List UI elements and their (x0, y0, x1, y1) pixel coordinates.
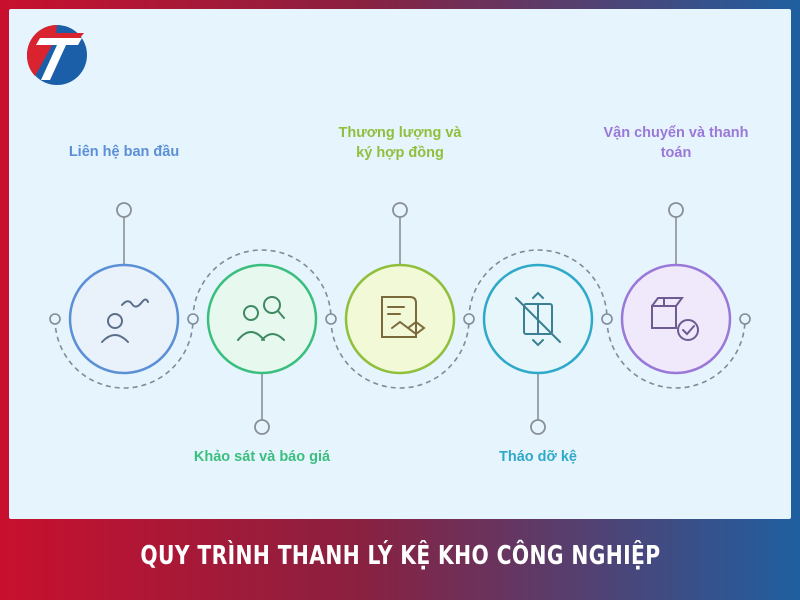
step-label-1: Liên hệ ban đầu (68, 144, 180, 160)
connector-arcs (54, 249, 746, 389)
banner-title: QUY TRÌNH THANH LÝ KỆ KHO CÔNG NGHIỆP (139, 541, 661, 571)
step-label-4: Tháo dỡ kệ (499, 449, 577, 465)
title-banner: QUY TRÌNH THANH LÝ KỆ KHO CÔNG NGHIỆP (0, 521, 800, 591)
box-check-icon (651, 297, 699, 341)
people-search-icon (237, 296, 285, 341)
step-label-5: Vận chuyển và thanh toán (603, 125, 749, 161)
step-1 (68, 202, 180, 375)
step-label-3: Thương lượng và ký hợp đồng (338, 125, 462, 161)
step-2 (206, 263, 318, 435)
t-logo-icon (26, 25, 87, 85)
step-5 (620, 202, 732, 375)
step-3 (344, 202, 456, 375)
person-contact-icon (101, 298, 149, 343)
contract-handshake-icon (381, 296, 426, 338)
shelf-disassembly-icon (515, 291, 561, 347)
step-label-2: Khảo sát và báo giá (193, 449, 331, 465)
arc-nodes (49, 313, 751, 325)
step-4 (482, 263, 594, 435)
